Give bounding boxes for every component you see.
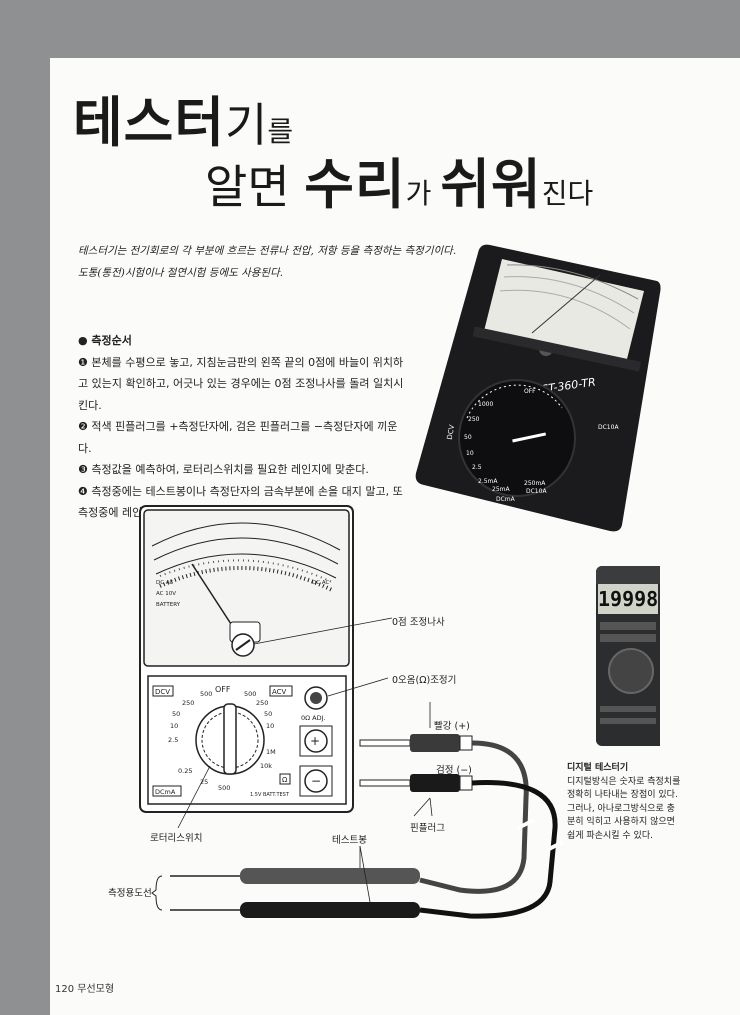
- photo-dial-250ma: 250mA: [524, 480, 546, 487]
- title-light-almyeon: 알면: [205, 160, 305, 214]
- photo-dial-dcv: DCV: [446, 424, 457, 440]
- digital-meter-photo: 19998: [596, 566, 660, 746]
- page-title-line2: 알면 수리가 쉬워진다: [205, 140, 593, 219]
- label-rotary-switch: 로터리스위치: [150, 833, 203, 844]
- dial-label-batt-test: 1.5V BATT.TEST: [250, 792, 290, 798]
- digital-tester-body-2: 그러나, 아나로그방식으로 충분히 익히고 사용하지 않으면 쉽게 파손시킬 수…: [567, 803, 675, 841]
- photo-dial-2.5ma: 2.5mA: [478, 478, 498, 485]
- dial-dcv-50: 50: [172, 710, 180, 718]
- dial-acv-250: 250: [256, 699, 268, 707]
- photo-dial-dc10a-right: DC10A: [598, 424, 619, 431]
- dial-dcv-500: 500: [200, 690, 212, 698]
- analog-meter-photo: ST-360-TR 1000 250 50 10 2.5 DCV 2.5mA 2…: [415, 244, 661, 532]
- photo-dial-50: 50: [464, 434, 472, 441]
- dial-dcv-250: 250: [182, 699, 194, 707]
- steps-heading: ● 측정순서: [78, 334, 132, 347]
- digital-tester-heading: 디지털 테스터기: [567, 763, 629, 773]
- digital-display: 19998: [598, 584, 658, 614]
- dial-label-ohm: Ω: [282, 776, 288, 784]
- label-ohm-adjuster: 0오옴(Ω)조정기: [392, 675, 457, 686]
- digital-tester-caption: 디지털 테스터기 디지털방식은 숫자로 측정치를 정확히 나타내는 장점이 있다…: [567, 762, 682, 843]
- scale-label-ac10v: AC 10V: [156, 591, 176, 597]
- title-small-jinda: 진다: [541, 177, 594, 210]
- step-2: ❷ 적색 핀플러그를 +측정단자에, 검은 핀플러그를 −측정단자에 끼운다.: [78, 420, 398, 455]
- dial-dcma-25: 25: [200, 778, 208, 786]
- scale-label-battery: BATTERY: [156, 602, 181, 608]
- dial-label-0ohm-adj: 0Ω ADJ.: [301, 714, 326, 722]
- photo-dial-10: 10: [466, 450, 474, 457]
- page-title-line1: 테스터기를: [73, 78, 293, 157]
- dial-acv-500: 500: [244, 690, 256, 698]
- title-light-gi: 기: [225, 98, 268, 152]
- page-footer: 120 무선모형: [55, 984, 115, 995]
- title-small-ga: 가: [405, 177, 441, 210]
- title-small-reul: 를: [267, 115, 294, 148]
- photo-dial-dc10a: DC10A: [526, 488, 547, 495]
- label-red: 빨강 (+): [434, 721, 470, 732]
- dial-dcma-500: 500: [218, 784, 230, 792]
- label-test-leads: 측정용도선: [108, 888, 152, 899]
- photo-dial-off: OFF: [524, 388, 536, 395]
- title-bold-tester: 테스터: [73, 91, 226, 154]
- intro-line-1: 테스터기는 전기회로의 각 부분에 흐르는 전류나 전압, 저항 등을 측정하는…: [78, 245, 457, 257]
- photo-dial-dcma: DCmA: [496, 496, 516, 503]
- intro-line-2: 도통(통전)시험이나 절연시험 등에도 사용된다.: [78, 267, 284, 279]
- digital-tester-body-1: 디지털방식은 숫자로 측정치를 정확히 나타내는 장점이 있다.: [567, 776, 681, 801]
- label-black: 검정 (−): [436, 765, 472, 776]
- dial-dcv-10: 10: [170, 722, 178, 730]
- dial-acv-10: 10: [266, 722, 274, 730]
- dial-ohm-10k: 10k: [260, 762, 272, 770]
- svg-text:−: −: [311, 774, 321, 788]
- scale-label-dcac-left: DC AC: [156, 580, 173, 586]
- dial-label-dcv: DCV: [155, 688, 170, 696]
- title-bold-suri: 수리: [304, 153, 406, 216]
- photo-dial-250: 250: [468, 416, 480, 423]
- dial-acv-50: 50: [264, 710, 272, 718]
- dial-dcma-0.25: 0.25: [178, 767, 192, 775]
- label-pin-plug: 핀플러그: [410, 823, 445, 834]
- svg-text:+: +: [310, 734, 320, 748]
- analog-meter-diagram: DC AC AC 10V BATTERY DC AC DCV ACV OFF 5…: [139, 505, 564, 919]
- dial-label-dcma: DCmA: [155, 788, 176, 796]
- label-test-rod: 테스트봉: [332, 835, 367, 846]
- digital-dial: [608, 648, 654, 694]
- measurement-steps: ● 측정순서 ❶ 본체를 수평으로 놓고, 지침눈금판의 왼쪽 끝의 0점에 바…: [78, 330, 408, 524]
- intro-text: 테스터기는 전기회로의 각 부분에 흐르는 전류나 전압, 저항 등을 측정하는…: [78, 240, 456, 284]
- label-zero-screw: 0점 조정나사: [392, 617, 445, 628]
- step-1: ❶ 본체를 수평으로 놓고, 지침눈금판의 왼쪽 끝의 0점에 바늘이 위치하고…: [78, 355, 404, 412]
- step-3: ❸ 측정값을 예측하여, 로터리스위치를 필요한 레인지에 맞춘다.: [78, 463, 369, 476]
- scale-label-dcac-right: DC AC: [312, 580, 329, 586]
- dial-dcv-2.5: 2.5: [168, 736, 178, 744]
- photo-dial-25ma: 25mA: [492, 486, 510, 493]
- dial-label-off: OFF: [215, 685, 231, 694]
- title-bold-swiwo: 쉬워: [440, 153, 542, 216]
- photo-dial-1000: 1000: [478, 401, 493, 408]
- dial-ohm-1m: 1M: [266, 748, 276, 756]
- photo-dial-2.5: 2.5: [472, 464, 482, 471]
- dial-label-acv: ACV: [272, 688, 287, 696]
